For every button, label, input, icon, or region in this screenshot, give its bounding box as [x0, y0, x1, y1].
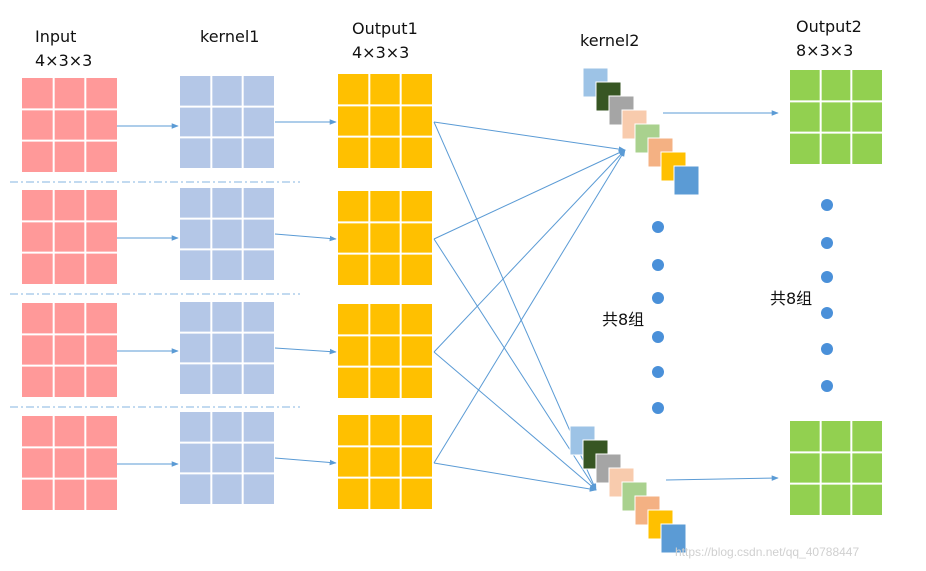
- watermark: https://blog.csdn.net/qq_40788447: [675, 545, 859, 559]
- output2-dims: 8×3×3: [796, 41, 853, 60]
- arrow-output1-to-kernel2-top: [433, 149, 626, 464]
- connection-arrows: [117, 110, 779, 492]
- arrow-output1-to-kernel2-top: [433, 121, 626, 152]
- input-block: [22, 190, 117, 284]
- kernel2-stack-top: [582, 67, 700, 196]
- arrow-kernel1-to-output1: [274, 347, 337, 355]
- arrow-output1-to-kernel2-top: [433, 149, 626, 353]
- kernel1-block: [180, 188, 274, 280]
- input-block: [22, 78, 117, 172]
- arrow-output1-to-kernel2-bottom: [433, 121, 597, 491]
- kernel1-column: [180, 76, 274, 504]
- kernel1-block: [180, 76, 274, 168]
- kernel1-title: kernel1: [200, 27, 259, 46]
- arrow-output1-to-kernel2-top: [433, 149, 626, 240]
- ellipsis-dot: [652, 331, 664, 343]
- ellipsis-dot: [821, 307, 833, 319]
- ellipsis-dots: [652, 199, 833, 414]
- input-column: [22, 78, 117, 510]
- ellipsis-dot: [652, 292, 664, 304]
- arrow-kernel1-to-output1: [274, 233, 337, 242]
- ellipsis-dot: [652, 402, 664, 414]
- output1-block: [338, 415, 432, 509]
- kernel1-block: [180, 302, 274, 394]
- input-dims: 4×3×3: [35, 51, 92, 70]
- output2-column: [790, 70, 882, 515]
- input-title: Input: [35, 27, 76, 46]
- output2-title: Output2: [796, 17, 862, 36]
- ellipsis-dot: [821, 343, 833, 355]
- arrow-output1-to-kernel2-bottom: [433, 238, 597, 491]
- arrow-kernel1-to-output1: [274, 457, 337, 466]
- output1-title: Output1: [352, 19, 418, 38]
- arrow-output1-to-kernel2-bottom: [433, 462, 597, 492]
- kernel2-stack-bottom: [569, 425, 687, 554]
- input-block: [22, 416, 117, 510]
- group-dividers: [10, 181, 300, 408]
- ellipsis-dot: [821, 237, 833, 249]
- input-block: [22, 303, 117, 397]
- ellipsis-dot: [652, 366, 664, 378]
- ellipsis-dot: [652, 221, 664, 233]
- output1-block: [338, 191, 432, 285]
- groups-note-middle: 共8组: [602, 310, 644, 329]
- ellipsis-dot: [652, 259, 664, 271]
- kernel2-filter: [673, 165, 700, 196]
- kernel2-title: kernel2: [580, 31, 639, 50]
- output1-block: [338, 74, 432, 168]
- kernel2-filter: [660, 523, 687, 554]
- groups-note-right: 共8组: [770, 289, 812, 308]
- kernel1-block: [180, 412, 274, 504]
- ellipsis-dot: [821, 271, 833, 283]
- output1-block: [338, 304, 432, 398]
- arrow-output1-to-kernel2-bottom: [433, 351, 597, 491]
- output2-block-bottom: [790, 421, 882, 515]
- output1-column: [338, 74, 432, 509]
- arrow-kernel2-to-output2-bottom: [665, 475, 779, 481]
- kernel2-stacks: [569, 67, 700, 554]
- ellipsis-dot: [821, 380, 833, 392]
- output1-dims: 4×3×3: [352, 43, 409, 62]
- ellipsis-dot: [821, 199, 833, 211]
- output2-block-top: [790, 70, 882, 164]
